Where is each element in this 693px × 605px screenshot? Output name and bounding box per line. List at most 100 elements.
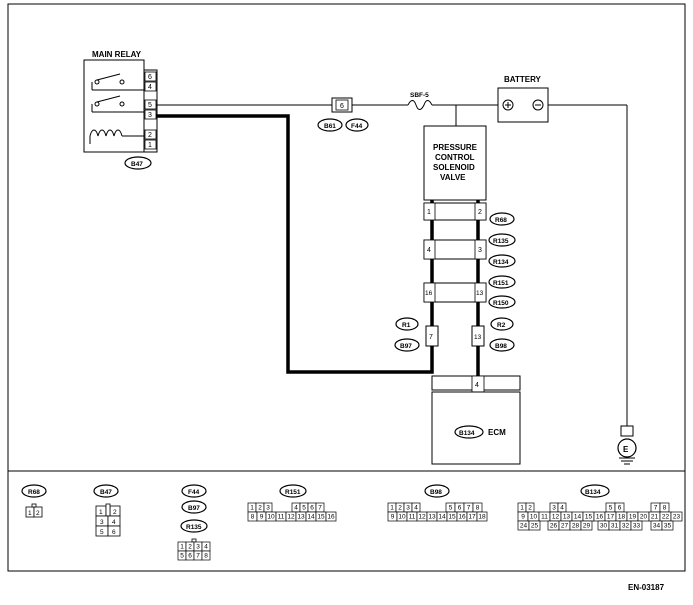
svg-text:R135: R135: [186, 524, 202, 531]
svg-text:CONTROL: CONTROL: [435, 153, 475, 162]
r151-pin: 15: [317, 514, 325, 521]
b134-pin: 2: [528, 505, 532, 512]
relay-pin-5: 5: [148, 102, 152, 109]
r135-pin: 7: [196, 553, 200, 560]
b98-pin: 13: [428, 514, 436, 521]
r151-pin: 5: [302, 505, 306, 512]
r151-pin: 16: [327, 514, 335, 521]
svg-text:R2: R2: [497, 322, 506, 329]
svg-text:R151: R151: [493, 280, 509, 287]
b98-pin: 14: [438, 514, 446, 521]
b134-pin: 19: [629, 514, 637, 521]
r135-pin: 8: [204, 553, 208, 560]
svg-text:B47: B47: [100, 489, 112, 496]
b134-pin: 6: [618, 505, 622, 512]
b134-cell: [528, 520, 541, 531]
b134-cell: [670, 511, 683, 522]
b98-pin: 18: [478, 514, 486, 521]
r151-pin: 6: [310, 505, 314, 512]
b134-pin: 27: [561, 523, 569, 530]
svg-text:B134: B134: [585, 489, 601, 496]
b134-pin: 8: [663, 505, 667, 512]
b134-pin: 9: [521, 514, 525, 521]
b98-pin: 2: [398, 505, 402, 512]
r151-pin: 13: [297, 514, 305, 521]
r151-pin: 14: [307, 514, 315, 521]
r151-pin: 10: [267, 514, 275, 521]
svg-text:1: 1: [427, 209, 431, 216]
b98-pin: 7: [467, 505, 471, 512]
svg-text:4: 4: [475, 382, 479, 389]
b98-cell: [476, 511, 488, 522]
b134-pin: 32: [622, 523, 630, 530]
b134-pin: 25: [531, 523, 539, 530]
b134-pin: 15: [585, 514, 593, 521]
b98-pin: 10: [398, 514, 406, 521]
svg-text:4: 4: [112, 519, 116, 526]
svg-text:5: 5: [100, 529, 104, 536]
b134-pin: 18: [618, 514, 626, 521]
b98-pin: 16: [458, 514, 466, 521]
b98-pin: 11: [409, 514, 416, 521]
svg-text:1: 1: [99, 509, 103, 516]
b98-pin: 1: [390, 505, 394, 512]
b134-pin: 13: [563, 514, 571, 521]
b98-pin: 4: [414, 505, 418, 512]
b98-pin: 6: [458, 505, 462, 512]
b134-pin: 12: [552, 514, 560, 521]
b134-pin: 5: [609, 505, 613, 512]
figure-code: EN-03187: [628, 583, 665, 592]
r151-pin: 3: [266, 505, 270, 512]
r151-pin: 2: [258, 505, 262, 512]
b134-cell: [580, 520, 593, 531]
svg-text:6: 6: [340, 103, 344, 110]
r151-pin: 12: [287, 514, 295, 521]
r151-pin: 8: [251, 514, 255, 521]
b134-pin: 20: [640, 514, 648, 521]
connector-tag-b61: B61: [317, 118, 343, 132]
legend-r68: R68 1 2: [21, 484, 47, 518]
main-relay: 6 4 5 3 2 1: [83, 59, 158, 153]
legend-frame: [7, 470, 686, 572]
svg-text:13: 13: [476, 290, 484, 297]
r151-cell: [325, 511, 337, 522]
b134-pin: 24: [520, 523, 528, 530]
svg-text:2: 2: [36, 510, 40, 517]
b134-pin: 16: [596, 514, 604, 521]
b98-pin: 15: [448, 514, 456, 521]
relay-pin-1: 1: [148, 142, 152, 149]
r135-pin: 2: [188, 544, 192, 551]
b134-cell: [661, 520, 674, 531]
relay-pin-3: 3: [148, 112, 152, 119]
battery-title: BATTERY: [504, 75, 542, 84]
svg-text:VALVE: VALVE: [440, 173, 466, 182]
svg-text:SBF-5: SBF-5: [410, 92, 429, 99]
r151-pin: 4: [294, 505, 298, 512]
b134-cell: [630, 520, 643, 531]
b134-pin: 34: [653, 523, 661, 530]
svg-text:R68: R68: [495, 217, 507, 224]
r135-pin: 3: [196, 544, 200, 551]
b98-pin: 8: [476, 505, 480, 512]
svg-text:2: 2: [113, 509, 117, 516]
b134-pin: 3: [552, 505, 556, 512]
r151-pin: 9: [260, 514, 264, 521]
connector-tag-f44: F44: [345, 118, 369, 132]
connector-tag-b47: B47: [124, 156, 152, 170]
svg-text:R134: R134: [493, 259, 509, 266]
svg-text:B61: B61: [324, 123, 336, 130]
b134-pin: 14: [574, 514, 582, 521]
svg-text:F44: F44: [351, 123, 363, 130]
relay-pin-4: 4: [148, 84, 152, 91]
svg-text:B97: B97: [400, 343, 412, 350]
r151-pin: 7: [318, 505, 322, 512]
svg-text:2: 2: [478, 209, 482, 216]
b134-pin: 22: [662, 514, 670, 521]
svg-text:ECM: ECM: [488, 428, 506, 437]
b134-pin: 10: [530, 514, 538, 521]
svg-text:B98: B98: [430, 489, 442, 496]
relay-pin-6: 6: [148, 74, 152, 81]
